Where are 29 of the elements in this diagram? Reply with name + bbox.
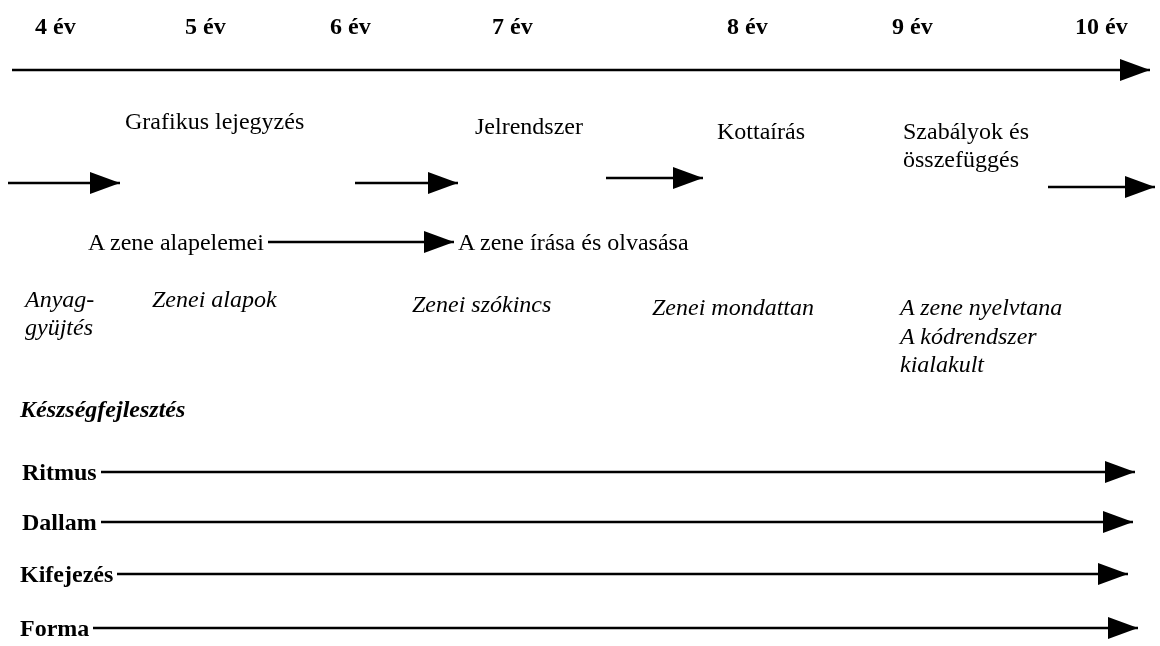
stage-label: Szabályok és összefüggés <box>903 117 1030 173</box>
phase-label: Zenei alapok <box>152 285 277 313</box>
stage-label: Grafikus lejegyzés <box>125 107 305 135</box>
age-label: 4 év <box>35 12 76 40</box>
section-heading: Készségfejlesztés <box>20 395 186 423</box>
age-label: 7 év <box>492 12 533 40</box>
phase-label: A kódrendszer kialakult <box>900 322 1038 378</box>
stage-label: Jelrendszer <box>475 112 583 140</box>
phase-label: Zenei mondattan <box>652 293 814 321</box>
arrow <box>101 511 1133 533</box>
stage-label: Kottaírás <box>717 117 805 145</box>
stage-label: A zene alapelemei <box>88 228 264 256</box>
age-label: 5 év <box>185 12 226 40</box>
arrow <box>268 231 454 253</box>
age-label: 10 év <box>1075 12 1128 40</box>
phase-label: Zenei szókincs <box>412 290 552 318</box>
age-label: 8 év <box>727 12 768 40</box>
skill-label: Kifejezés <box>20 560 114 588</box>
phase-label: A zene nyelvtana <box>900 293 1063 321</box>
phase-label: Anyag-gyüjtés <box>25 285 96 341</box>
age-label: 9 év <box>892 12 933 40</box>
arrow <box>93 617 1138 639</box>
age-label: 6 év <box>330 12 371 40</box>
skill-label: Ritmus <box>22 458 97 486</box>
skill-label: Dallam <box>22 508 97 536</box>
stage-label: A zene írása és olvasása <box>458 228 689 256</box>
arrow <box>101 461 1135 483</box>
skill-label: Forma <box>20 614 90 642</box>
arrow <box>117 563 1128 585</box>
